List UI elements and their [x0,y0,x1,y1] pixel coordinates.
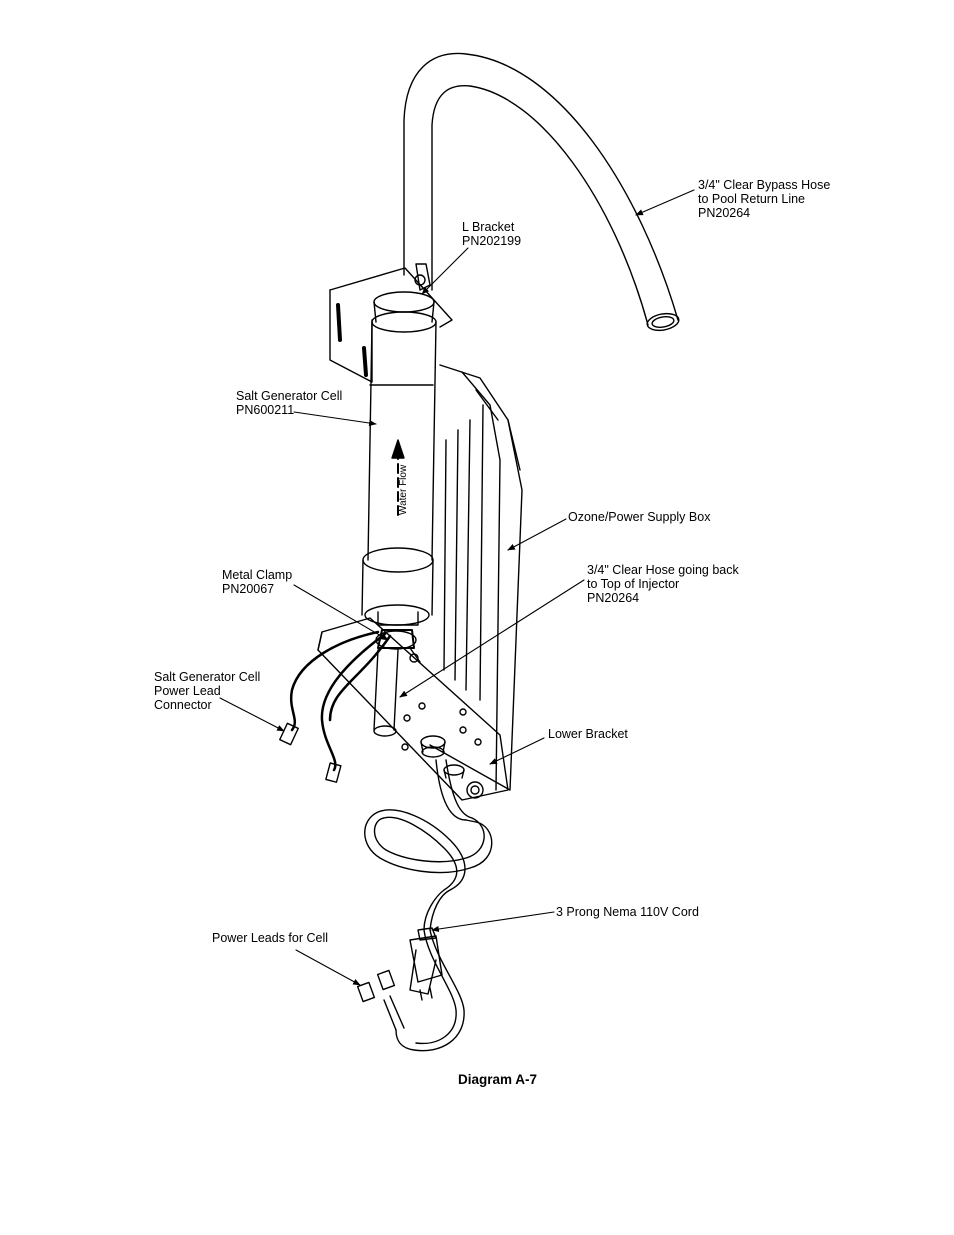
power-cord [364,759,493,1052]
label-l-bracket: L Bracket PN202199 [462,220,522,248]
cell-power-leads [356,969,396,1003]
label-bypass-hose: 3/4" Clear Bypass Hose to Pool Return Li… [698,178,831,220]
water-flow-arrow [391,439,405,516]
label-power-lead-connector: Salt Generator Cell Power Lead Connector [154,670,261,712]
label-cord: 3 Prong Nema 110V Cord [556,905,699,919]
power-lead-connectors [279,722,342,783]
label-metal-clamp: Metal Clamp PN20067 [222,568,293,596]
label-clear-hose: 3/4" Clear Hose going back to Top of Inj… [587,563,739,605]
cord-fittings [420,735,465,779]
lower-bracket [317,617,509,801]
label-lower-bracket: Lower Bracket [548,727,628,741]
label-salt-cell: Salt Generator Cell PN600211 [236,389,343,417]
leader-lines [219,189,695,986]
label-power-leads: Power Leads for Cell [212,931,329,945]
label-ozone-box: Ozone/Power Supply Box [568,510,711,524]
nema-plug [409,927,443,1001]
water-flow-label: Water Flow [398,464,409,515]
bypass-hose [403,52,680,332]
salt-generator-cell [361,291,437,626]
clear-hose-return [373,649,399,737]
ozone-power-supply-box [429,364,523,791]
power-lead-wires [289,630,392,772]
diagram-caption: Diagram A-7 [458,1072,538,1087]
